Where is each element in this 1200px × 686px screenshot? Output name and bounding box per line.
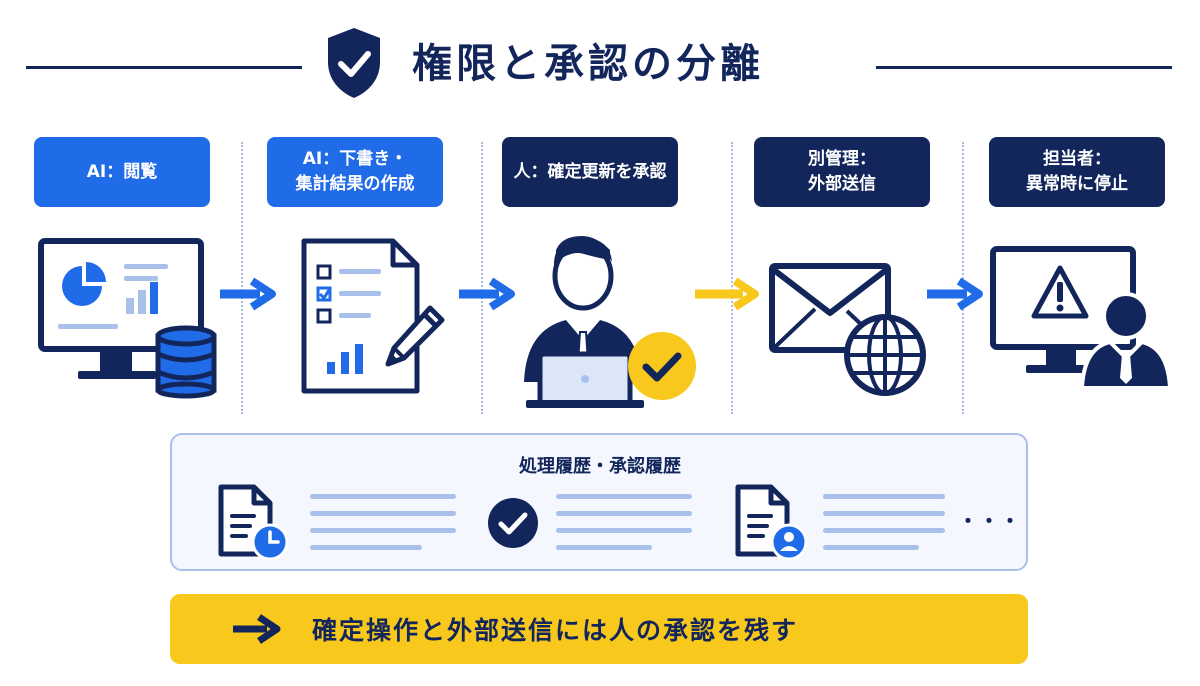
title-rule-right xyxy=(876,66,1172,69)
step-label-draft: AI：下書き・ 集計結果の作成 xyxy=(267,137,443,207)
history-title: 処理履歴・承認履歴 xyxy=(519,456,681,477)
history-line xyxy=(310,545,422,550)
separator xyxy=(962,142,964,414)
check-circle-icon xyxy=(488,498,538,548)
step-label-stop: 担当者： 異常時に停止 xyxy=(989,137,1165,207)
separator xyxy=(481,142,483,414)
key-message-banner xyxy=(170,594,1028,664)
history-line xyxy=(823,528,945,533)
warning-monitor-icon xyxy=(990,246,1136,373)
separator xyxy=(241,142,243,414)
monitor-dashboard-icon xyxy=(38,238,204,379)
document-clock-icon xyxy=(218,484,289,561)
shield-check-icon xyxy=(328,28,380,98)
globe-icon xyxy=(844,314,926,396)
history-line xyxy=(310,511,456,516)
history-ellipsis: ・・・ xyxy=(958,509,1021,533)
step-label-approve: 人：確定更新を承認 xyxy=(502,137,678,207)
history-line xyxy=(556,494,692,499)
title-rule-left xyxy=(26,66,302,69)
step-label-view: AI：閲覧 xyxy=(34,137,210,207)
check-badge-icon xyxy=(628,332,696,400)
history-line xyxy=(823,494,945,499)
history-line xyxy=(310,528,456,533)
pencil-icon xyxy=(385,305,445,367)
history-line xyxy=(556,545,652,550)
step-label-send: 別管理： 外部送信 xyxy=(754,137,930,207)
arrow-right-icon xyxy=(220,277,276,311)
page-title: 権限と承認の分離 xyxy=(412,41,764,87)
arrow-right-icon xyxy=(927,277,983,311)
history-line xyxy=(823,545,919,550)
arrow-right-icon xyxy=(695,277,759,311)
database-icon xyxy=(155,325,217,399)
key-message-text: 確定操作と外部送信には人の承認を残す xyxy=(312,616,799,645)
history-line xyxy=(556,528,692,533)
arrow-right-icon xyxy=(233,614,281,644)
person-icon xyxy=(1079,292,1173,390)
separator xyxy=(731,142,733,414)
person-laptop-icon xyxy=(524,236,644,408)
arrow-right-icon xyxy=(459,277,515,311)
history-line xyxy=(310,494,456,499)
history-line xyxy=(556,511,692,516)
document-user-icon xyxy=(735,484,808,561)
history-line xyxy=(823,511,945,516)
